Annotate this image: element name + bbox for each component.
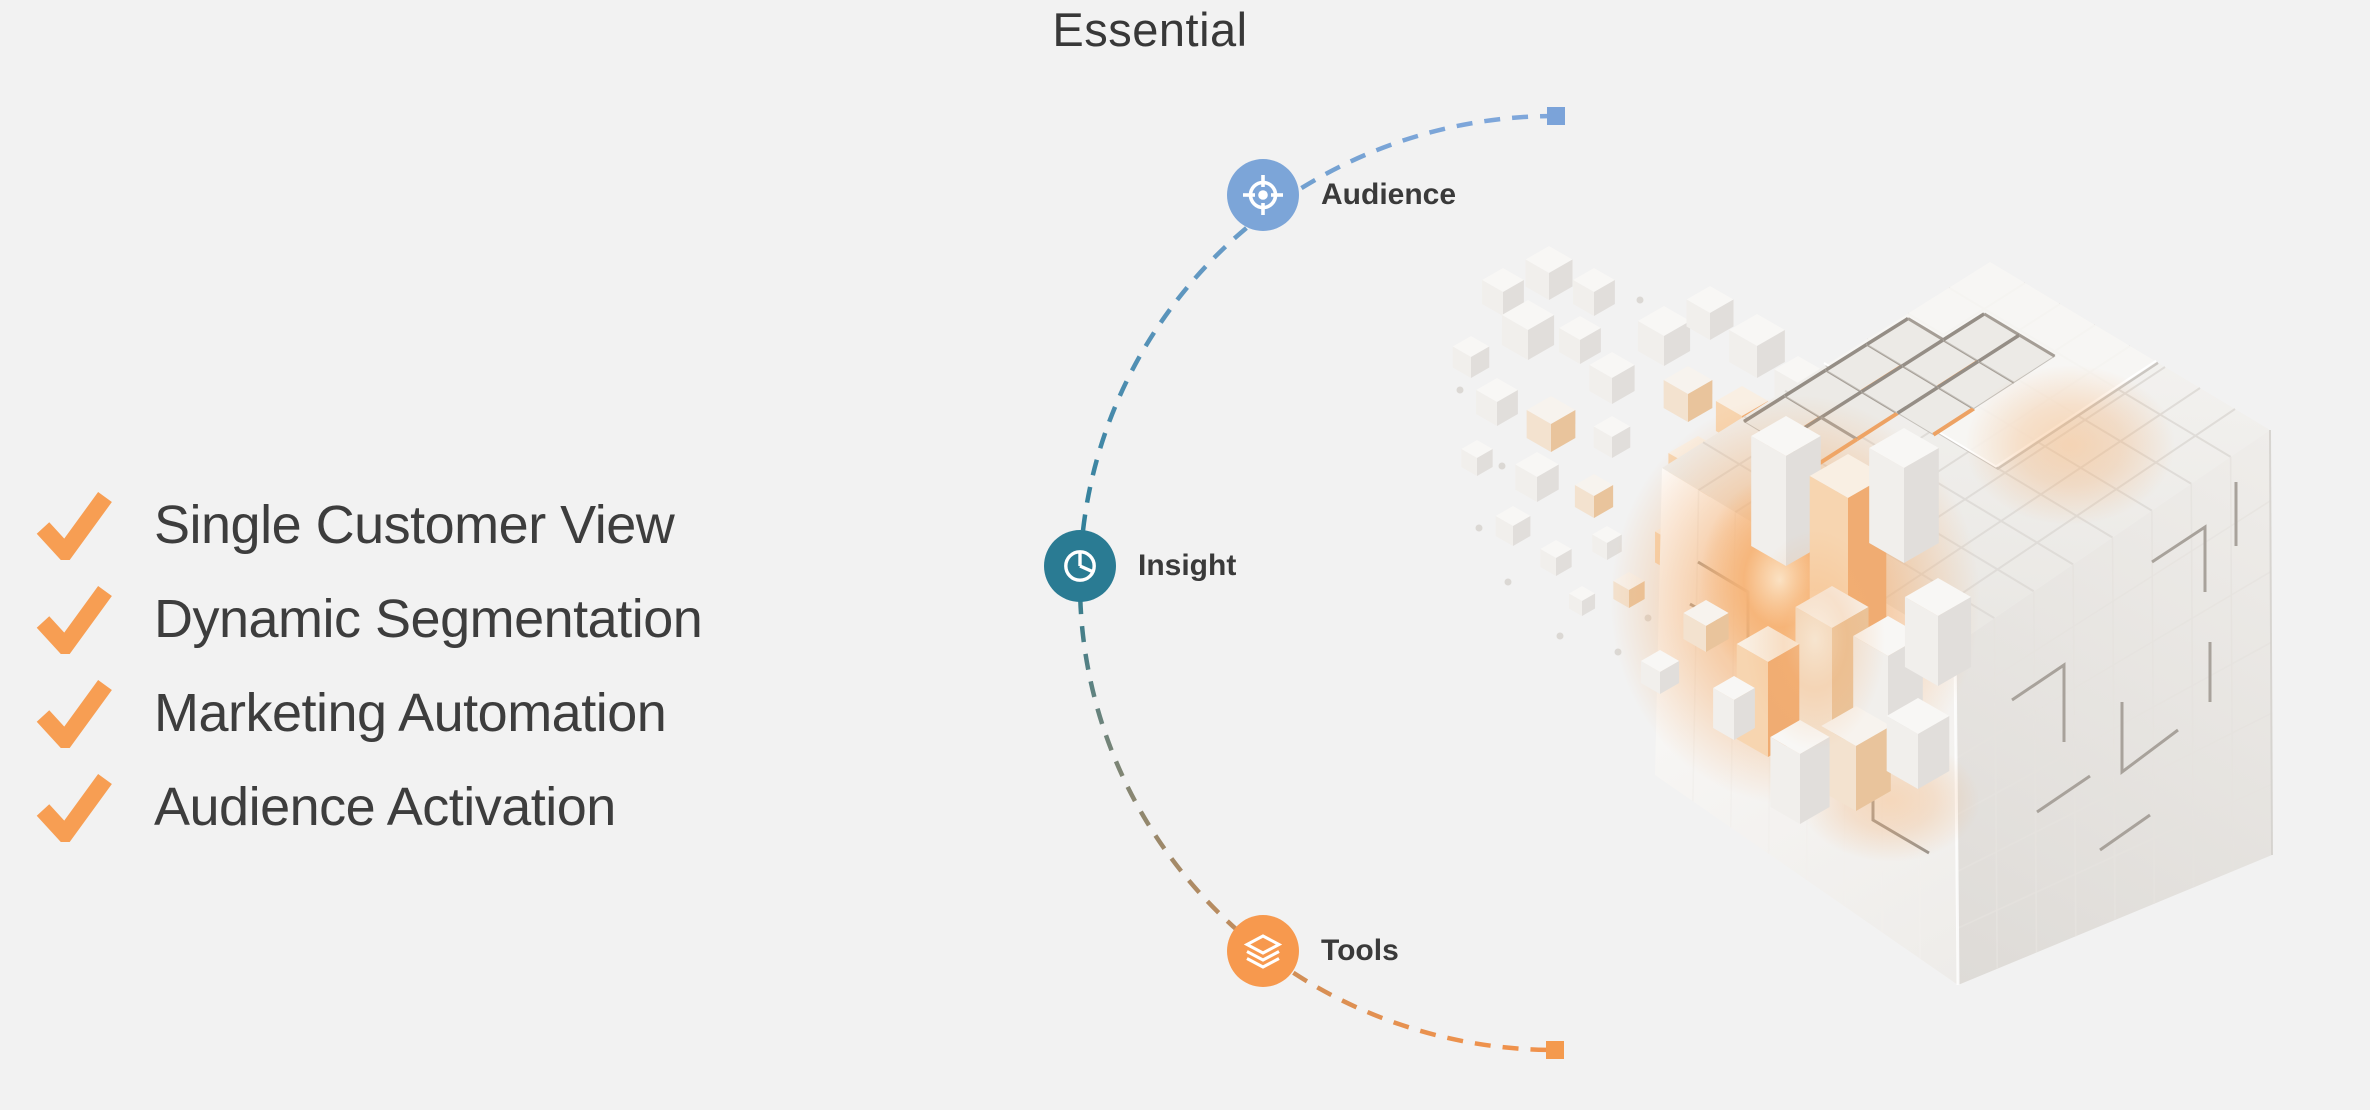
check-icon (36, 680, 112, 748)
feature-label: Single Customer View (154, 495, 675, 555)
feature-label: Audience Activation (154, 777, 616, 837)
node-label: Insight (1138, 549, 1237, 582)
feature-label: Marketing Automation (154, 683, 667, 743)
diagram-node-insight: Insight (1044, 530, 1236, 602)
pie-chart-icon (1044, 530, 1116, 602)
check-icon (36, 774, 112, 842)
check-icon (36, 492, 112, 560)
feature-label: Dynamic Segmentation (154, 589, 703, 649)
target-icon (1227, 159, 1299, 231)
feature-item: Dynamic Segmentation (36, 572, 703, 666)
feature-item: Audience Activation (36, 760, 702, 854)
arc-endpoint-square-bottom (1546, 1041, 1564, 1059)
page-title: Essential (1052, 3, 1248, 56)
check-icon (36, 586, 112, 654)
arc-endpoint-square-top (1547, 107, 1565, 125)
diagram-node-audience: Audience (1227, 159, 1456, 231)
exploding-cube-illustration (1452, 246, 2273, 986)
layers-icon (1227, 915, 1299, 987)
feature-checklist: Single Customer View Dynamic Segmentatio… (36, 478, 703, 854)
feature-item: Single Customer View (36, 478, 702, 572)
node-label: Audience (1321, 178, 1457, 211)
feature-item: Marketing Automation (36, 666, 702, 760)
node-label: Tools (1321, 934, 1399, 967)
diagram-node-tools: Tools (1227, 915, 1399, 987)
